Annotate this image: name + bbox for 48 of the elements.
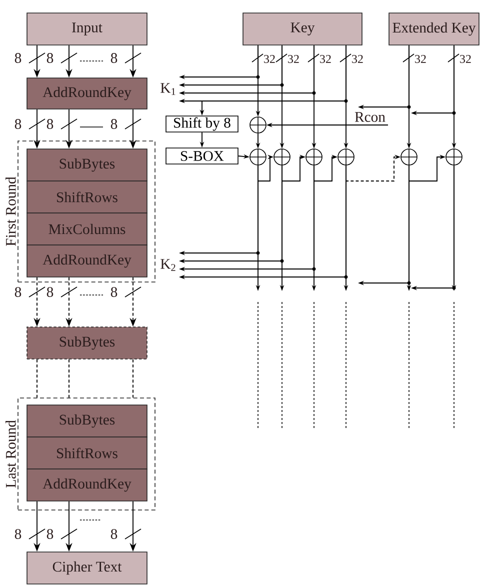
dashed-line: [68, 358, 70, 398]
edge-label: 8: [110, 119, 118, 129]
process-box: SubBytes: [26, 148, 148, 182]
edge-label: 8: [14, 287, 22, 297]
edge-label: 32: [264, 54, 275, 64]
operation-box: S-BOX: [166, 148, 238, 164]
operation-box: Shift by 8: [166, 116, 238, 132]
round-key-label: K$_{2}$: [160, 259, 176, 271]
xor-circle: [250, 148, 266, 166]
process-box: SubBytes: [26, 404, 148, 438]
edge-label: 32: [288, 54, 299, 64]
edge-label: 8: [46, 287, 54, 297]
process-box: MixColumns: [26, 212, 148, 246]
xor-circle: [306, 148, 322, 166]
edge-label: 8: [110, 529, 118, 539]
dashed-process-box: SubBytes: [26, 326, 148, 360]
node-label: First Round: [5, 176, 16, 246]
process-box: AddRoundKey: [26, 468, 148, 502]
node-label: Last Round: [5, 420, 16, 488]
xor-circle: [400, 148, 418, 166]
edge-label: 8: [110, 287, 118, 297]
edge-label: 8: [14, 119, 22, 129]
edge-label: 8: [110, 53, 118, 63]
xor-circle: [274, 148, 290, 166]
edge-label: Rcon: [354, 112, 386, 122]
dashed-line: [36, 358, 38, 398]
process-box: AddRoundKey: [26, 78, 148, 110]
edge-label: 8: [46, 119, 54, 129]
data-box: Cipher Text: [26, 552, 148, 584]
edge-label: 32: [460, 54, 471, 64]
edge-label: 32: [352, 54, 363, 64]
dashed-line: [132, 358, 134, 398]
process-box: ShiftRows: [26, 436, 148, 470]
edge-label: 8: [14, 53, 22, 63]
edge-label: 8: [46, 53, 54, 63]
data-box: Key: [242, 12, 362, 46]
edge-label: 32: [320, 54, 331, 64]
round-key-label: K$_{1}$: [160, 83, 176, 95]
xor-circle: [446, 148, 462, 166]
xor-circle: [338, 148, 354, 166]
process-box: ShiftRows: [26, 180, 148, 214]
data-box: Input: [26, 12, 148, 46]
data-box: Extended Key: [388, 12, 480, 46]
edge-label: 8: [14, 529, 22, 539]
process-box: AddRoundKey: [26, 244, 148, 278]
xor-circle: [250, 116, 266, 134]
edge-label: 8: [46, 529, 54, 539]
edge-label: 32: [415, 54, 426, 64]
